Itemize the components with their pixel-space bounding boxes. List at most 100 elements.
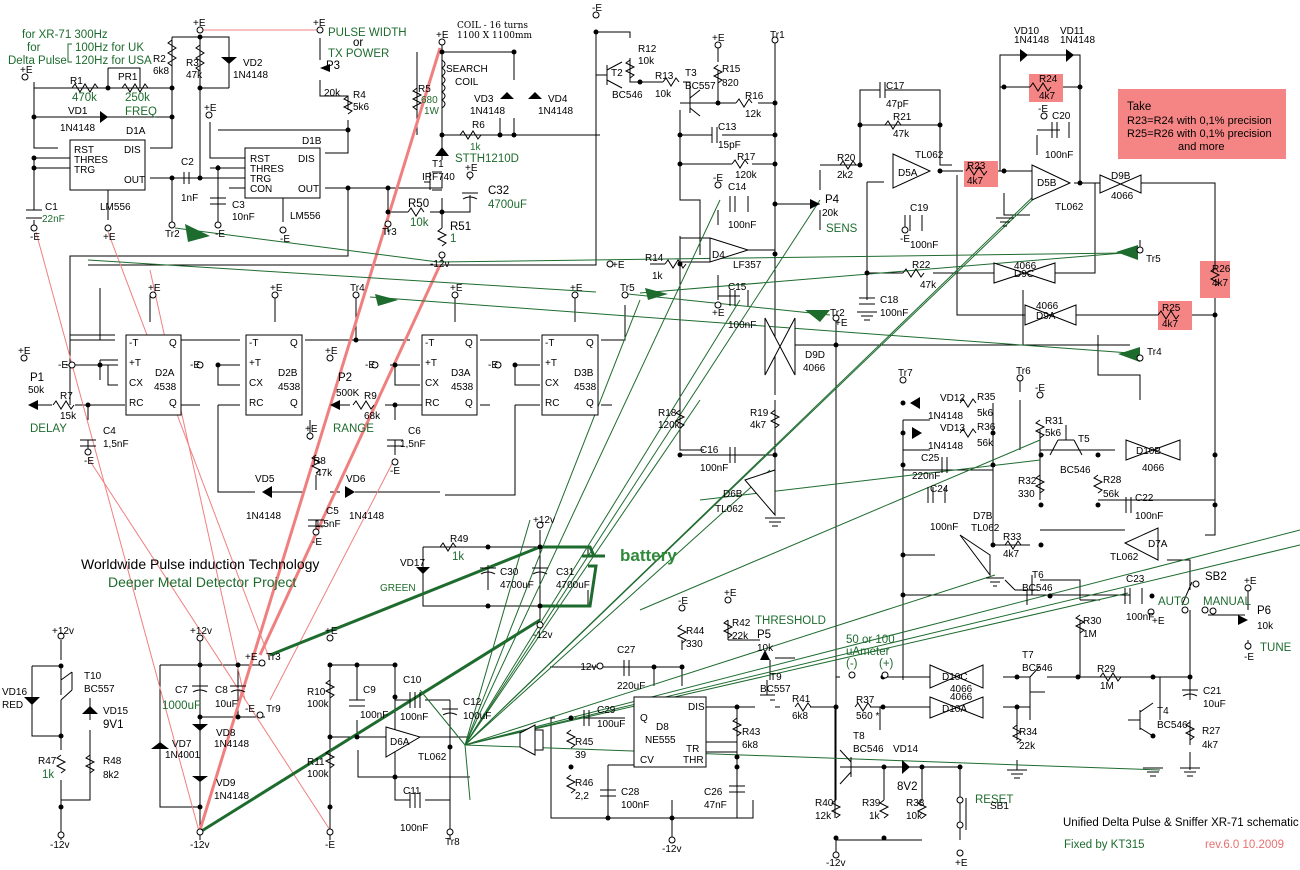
- ic-pin-labels: RST THRES TRG DIS OUT RST THRES TRG CON …: [74, 145, 705, 766]
- svg-text:DIS: DIS: [688, 702, 705, 713]
- svg-text:4k7: 4k7: [1212, 278, 1229, 289]
- svg-text:D2A: D2A: [155, 368, 175, 379]
- svg-text:4066: 4066: [950, 684, 973, 695]
- svg-text:4538: 4538: [574, 382, 597, 393]
- svg-text:RESET: RESET: [975, 794, 1013, 806]
- svg-text:C14: C14: [728, 182, 747, 193]
- svg-text:+E: +E: [148, 283, 161, 294]
- r37: [854, 702, 872, 712]
- svg-text:+T: +T: [545, 358, 557, 369]
- p1-wiper-icon[interactable]: [28, 400, 38, 410]
- svg-text:R48: R48: [103, 756, 122, 767]
- svg-text:100nF: 100nF: [880, 308, 908, 319]
- svg-text:1W: 1W: [424, 106, 440, 117]
- svg-text:R11: R11: [307, 757, 325, 768]
- r30: [1074, 614, 1086, 634]
- svg-text:1M: 1M: [1083, 629, 1097, 640]
- svg-text:and more: and more: [1178, 141, 1224, 153]
- svg-text:or: or: [353, 37, 363, 49]
- c18: [859, 297, 875, 305]
- c14: [729, 196, 749, 212]
- svg-text:100nF: 100nF: [700, 463, 728, 474]
- diode-vd6-icon: [345, 486, 356, 498]
- pr1: [121, 83, 149, 93]
- svg-text:COIL - 16 turns: COIL - 16 turns: [457, 21, 528, 31]
- svg-text:1: 1: [450, 233, 456, 245]
- svg-text:-12v: -12v: [50, 840, 69, 851]
- r49: [439, 542, 457, 552]
- svg-text:1N4148: 1N4148: [1060, 35, 1095, 46]
- svg-text:Tr4: Tr4: [350, 283, 365, 294]
- r27: [1184, 721, 1196, 741]
- svg-text:100nF: 100nF: [930, 522, 958, 533]
- svg-text:Tr3: Tr3: [266, 652, 281, 663]
- svg-text:1,5nF: 1,5nF: [400, 439, 426, 450]
- svg-text:R14: R14: [645, 253, 664, 264]
- svg-text:D3B: D3B: [574, 368, 594, 379]
- svg-text:R28: R28: [1103, 475, 1122, 486]
- svg-text:DELAY: DELAY: [30, 423, 67, 435]
- p3-wiper-icon[interactable]: [320, 64, 330, 72]
- r39: [878, 799, 890, 819]
- r44: [676, 624, 688, 644]
- svg-text:(+): (+): [879, 658, 894, 670]
- svg-text:100Hz for UK: 100Hz for UK: [75, 42, 144, 54]
- svg-text:6k8: 6k8: [742, 740, 759, 751]
- svg-text:-T: -T: [249, 338, 258, 349]
- svg-text:4k7: 4k7: [750, 420, 767, 431]
- svg-text:T10: T10: [84, 671, 102, 682]
- p4-wiper-icon[interactable]: [810, 199, 820, 209]
- svg-text:VD17: VD17: [400, 558, 425, 569]
- opamp-d6b: [744, 469, 776, 517]
- svg-text:VD16: VD16: [2, 687, 27, 698]
- svg-text:100nF: 100nF: [400, 712, 428, 723]
- r6: [459, 130, 482, 140]
- svg-text:+E: +E: [835, 318, 848, 329]
- diode-stth-icon: [435, 147, 449, 156]
- svg-text:100uF: 100uF: [597, 719, 625, 730]
- c28: [600, 789, 616, 797]
- svg-text:CX: CX: [545, 378, 559, 389]
- svg-text:SB2: SB2: [1205, 571, 1227, 583]
- svg-text:1100 X 1100mm: 1100 X 1100mm: [457, 31, 532, 41]
- svg-text:12k: 12k: [745, 109, 762, 120]
- svg-text:+12v: +12v: [190, 626, 212, 637]
- svg-text:TL062: TL062: [715, 504, 744, 515]
- svg-text:4k7: 4k7: [967, 176, 984, 187]
- svg-text:THR: THR: [683, 755, 704, 766]
- opamp-d4: [709, 237, 750, 263]
- svg-text:VD4: VD4: [548, 94, 568, 105]
- svg-text:COIL: COIL: [455, 77, 479, 88]
- r15: [712, 64, 724, 84]
- svg-text:1k: 1k: [869, 811, 881, 822]
- diode-vd10-icon: [1020, 49, 1030, 62]
- svg-text:4066: 4066: [1014, 261, 1037, 272]
- svg-text:Q: Q: [465, 398, 473, 409]
- ic-d2a: [125, 334, 182, 416]
- auto-manual-switch-sb2[interactable]: [1181, 581, 1193, 606]
- svg-text:C21: C21: [1203, 686, 1222, 697]
- svg-text:-12v: -12v: [190, 840, 209, 851]
- p6-wiper-icon[interactable]: [1238, 615, 1248, 625]
- svg-text:560 *: 560 *: [856, 711, 879, 722]
- svg-text:820: 820: [722, 78, 739, 89]
- svg-text:SEARCH: SEARCH: [446, 64, 488, 75]
- svg-text:C26: C26: [704, 787, 723, 798]
- svg-text:47k: 47k: [316, 468, 333, 479]
- p5-wiper-icon[interactable]: [760, 650, 770, 660]
- svg-text:C4: C4: [103, 426, 116, 437]
- svg-text:VD9: VD9: [216, 778, 236, 789]
- svg-text:-E: -E: [58, 360, 68, 371]
- svg-text:CX: CX: [129, 378, 143, 389]
- svg-text:VD3: VD3: [474, 94, 494, 105]
- p2-wiper-icon[interactable]: [330, 400, 340, 410]
- svg-text:C25: C25: [921, 453, 940, 464]
- r31: [1034, 419, 1046, 439]
- svg-text:RC: RC: [545, 398, 559, 409]
- reset-button-sb1[interactable]: [959, 798, 967, 840]
- switch-d9c: [993, 262, 1056, 284]
- potentiometer-wipers[interactable]: [28, 64, 1248, 660]
- svg-text:D6A: D6A: [390, 737, 410, 748]
- c2: [183, 172, 190, 184]
